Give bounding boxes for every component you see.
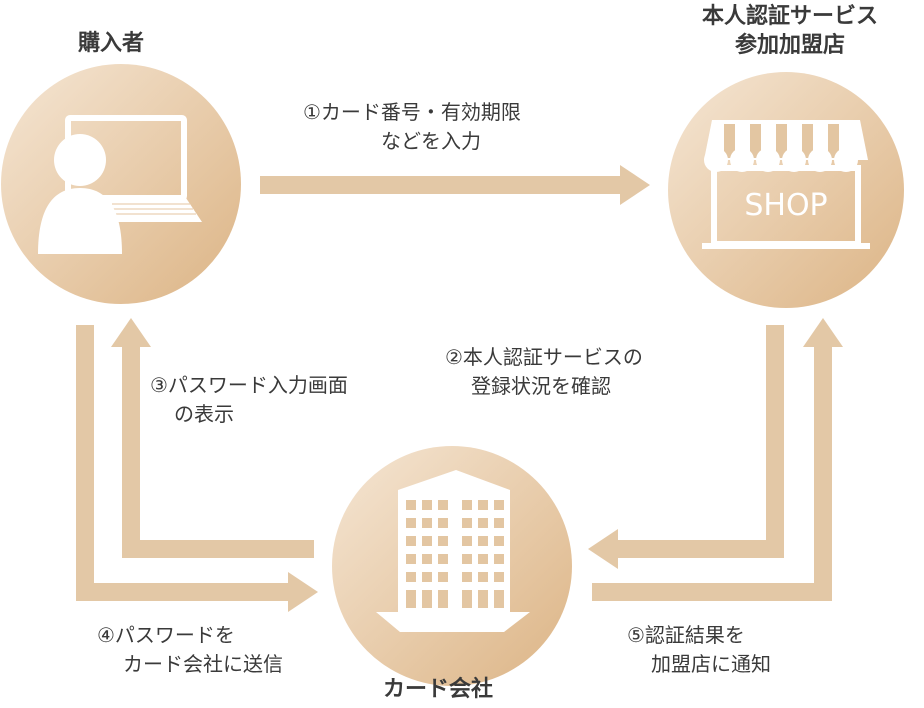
- shop-icon: [702, 120, 870, 249]
- step3-label-line1: ③パスワード入力画面: [150, 373, 348, 397]
- step3-label-line2: の表示: [174, 402, 234, 426]
- buyer-node: [1, 64, 241, 304]
- arrow-step5: [592, 318, 843, 601]
- step2-label-line1: ②本人認証サービスの: [445, 345, 643, 369]
- arrow-step1: [260, 165, 650, 205]
- step5-label-line1: ⑤認証結果を: [627, 623, 745, 647]
- card-company-node: [332, 446, 572, 686]
- step4-label-line1: ④パスワードを: [97, 623, 235, 647]
- office-building-icon: [376, 470, 530, 632]
- arrow-step3: [111, 318, 314, 558]
- step5-label-line2: 加盟店に通知: [651, 652, 771, 676]
- step2-label-line2: 登録状況を確認: [471, 374, 611, 398]
- shop-label-line1: 本人認証サービス: [701, 4, 878, 29]
- card-company-label: カード会社: [383, 677, 494, 702]
- shop-node: SHOP: [668, 72, 904, 308]
- arrow-step4: [76, 325, 318, 612]
- step1-label-line1: ①カード番号・有効期限: [303, 100, 521, 124]
- step4-label-line2: カード会社に送信: [123, 652, 283, 676]
- computer-user-icon: [38, 115, 202, 254]
- arrow-step2: [588, 325, 784, 569]
- step1-label-line2: などを入力: [381, 129, 481, 153]
- shop-label-line2: 参加加盟店: [734, 33, 845, 58]
- buyer-label: 購入者: [78, 31, 145, 56]
- shop-sign-text: SHOP: [744, 188, 827, 223]
